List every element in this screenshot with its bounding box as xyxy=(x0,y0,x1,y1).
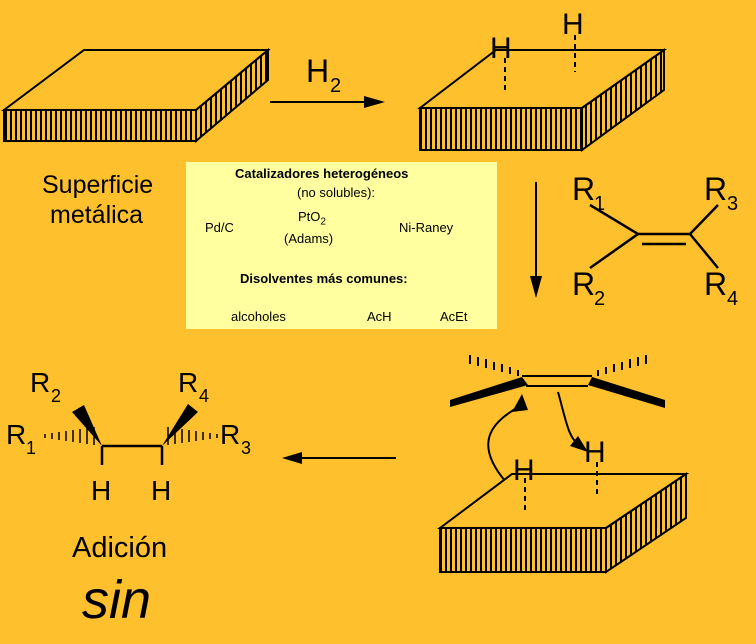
catalyst-ni-raney: Ni-Raney xyxy=(399,220,454,235)
product-r2-sub: 2 xyxy=(51,386,61,406)
left-arrow xyxy=(282,452,396,464)
h-atom-2: H xyxy=(562,8,584,41)
solvent-ach: AcH xyxy=(367,309,392,324)
metal-slab-with-h xyxy=(417,35,668,152)
alkene-r3: R xyxy=(704,171,727,207)
catalysts-subtitle: (no solubles): xyxy=(297,185,376,200)
alkene-r2-sub: 2 xyxy=(594,288,605,310)
solvent-acet: AcEt xyxy=(440,309,468,324)
product-h-left: H xyxy=(91,475,111,506)
catalyst-pto2: PtO2 xyxy=(298,209,326,228)
product-r2: R xyxy=(30,367,50,398)
catalysts-title: Catalizadores heterogéneos xyxy=(235,166,409,181)
product-r4: R xyxy=(178,367,198,398)
product-r3-sub: 3 xyxy=(241,438,251,458)
alkene-r4-sub: 4 xyxy=(727,288,738,310)
alkane-product xyxy=(44,404,218,465)
alkene-structure xyxy=(589,203,719,270)
alkene-r1: R xyxy=(572,171,595,207)
product-r3: R xyxy=(220,419,240,450)
alkene-r3-sub: 3 xyxy=(727,193,738,215)
alkene-r2: R xyxy=(572,266,595,302)
catalyst-adams-note: (Adams) xyxy=(284,231,334,246)
h-atom-1: H xyxy=(490,32,512,65)
syn-label: sin xyxy=(82,570,151,630)
metal-slab-bare xyxy=(0,47,271,144)
product-h-right: H xyxy=(151,475,171,506)
alkene-r4: R xyxy=(704,266,727,302)
addition-label: Adición xyxy=(72,532,167,564)
h2-label: H xyxy=(306,53,329,89)
catalyst-pd-c: Pd/C xyxy=(205,220,234,235)
curved-arrows xyxy=(487,391,588,483)
h2-arrow xyxy=(270,96,385,108)
surface-label-line2: metálica xyxy=(50,201,143,229)
metal-slab-bottom xyxy=(437,462,690,574)
catalysts-info-box: Catalizadores heterogéneos (no solubles)… xyxy=(186,162,497,329)
alkene-r1-sub: 1 xyxy=(594,193,605,215)
adsorbed-alkene xyxy=(450,355,665,408)
product-r1-sub: 1 xyxy=(26,438,36,458)
solvent-alcoholes: alcoholes xyxy=(231,309,286,324)
solvents-title: Disolventes más comunes: xyxy=(240,271,408,286)
h-atom-4: H xyxy=(584,436,606,469)
product-r4-sub: 4 xyxy=(199,386,209,406)
h-atom-3: H xyxy=(513,454,535,487)
down-arrow xyxy=(530,182,542,298)
h2-subscript: 2 xyxy=(330,75,341,97)
product-r1: R xyxy=(6,419,26,450)
surface-label-line1: Superficie xyxy=(42,171,153,199)
